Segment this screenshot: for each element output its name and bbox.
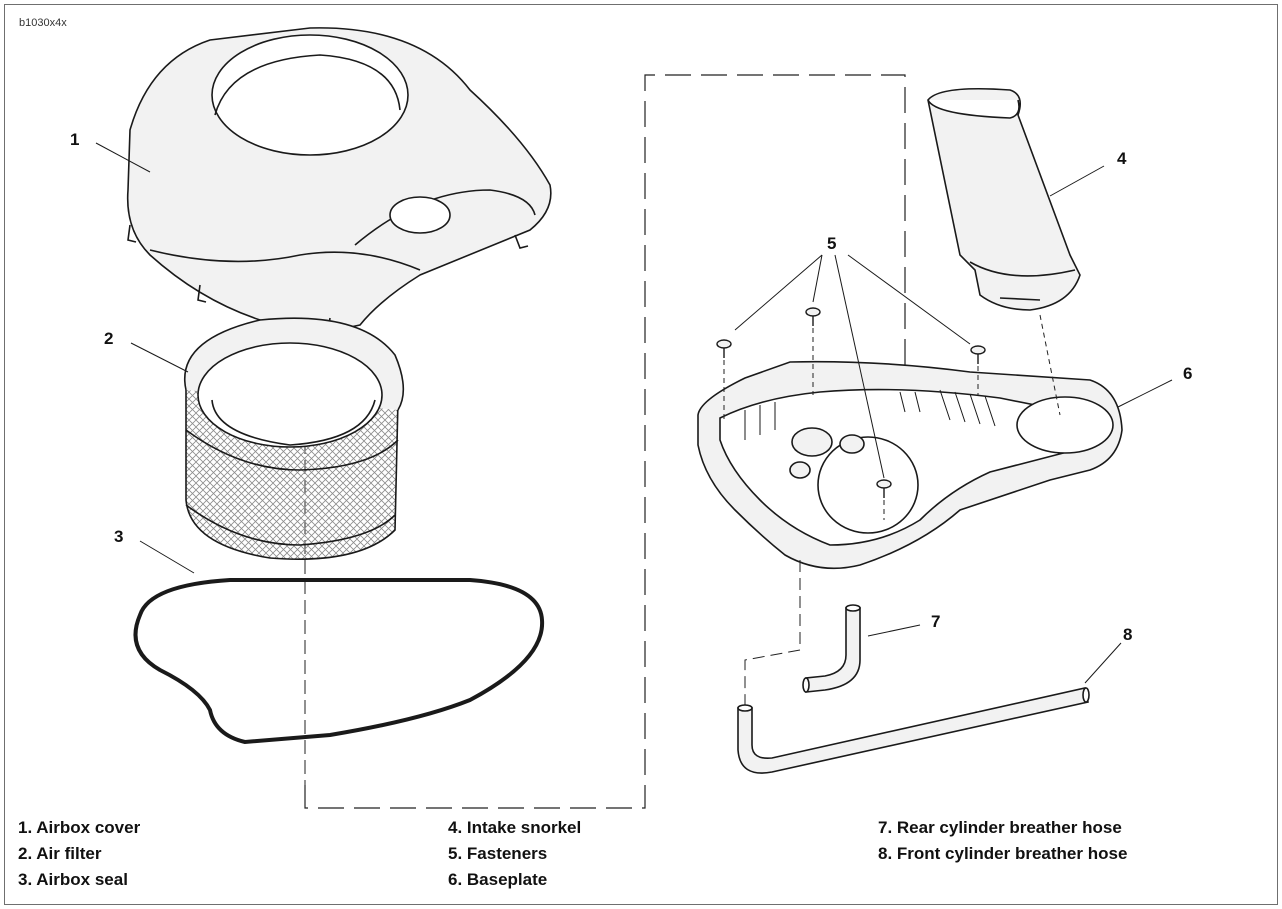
intake-snorkel <box>927 88 1081 311</box>
legend-column-1: 1. Airbox cover 2. Air filter 3. Airbox … <box>18 815 140 893</box>
fastener-4 <box>876 479 892 498</box>
figure-id: b1030x4x <box>19 17 67 29</box>
legend-column-3: 7. Rear cylinder breather hose 8. Front … <box>878 815 1127 867</box>
fastener-3 <box>970 345 986 364</box>
legend-item-intake-snorkel: 4. Intake snorkel <box>448 818 582 837</box>
callout-3: 3 <box>114 527 123 546</box>
legend-item-air-filter: 2. Air filter <box>18 844 102 863</box>
legend-item-rear-breather-hose: 7. Rear cylinder breather hose <box>878 818 1122 837</box>
fastener-1 <box>716 339 732 358</box>
fastener-dash-lines <box>723 314 1061 520</box>
callout-1: 1 <box>70 130 79 149</box>
callout-7: 7 <box>931 612 940 631</box>
airbox-cover <box>126 27 552 335</box>
baseplate <box>697 360 1123 570</box>
fasteners <box>716 307 986 498</box>
hose-dash-line-2 <box>744 649 801 705</box>
fastener-2 <box>805 307 821 326</box>
legend-item-front-breather-hose: 8. Front cylinder breather hose <box>878 844 1128 863</box>
leader-lines <box>95 142 1173 684</box>
airbox-seal <box>133 578 545 745</box>
callout-5: 5 <box>827 234 836 253</box>
callout-6: 6 <box>1183 364 1192 383</box>
legend-item-baseplate: 6. Baseplate <box>448 870 548 889</box>
legend-column-2: 4. Intake snorkel 5. Fasteners 6. Basepl… <box>448 815 581 893</box>
rear-cylinder-breather-hose <box>802 604 861 693</box>
air-filter <box>184 317 405 560</box>
callout-4: 4 <box>1117 149 1127 168</box>
callout-8: 8 <box>1123 625 1132 644</box>
legend-item-airbox-cover: 1. Airbox cover <box>18 818 141 837</box>
routing-dash-line <box>304 74 906 809</box>
front-cylinder-breather-hose <box>737 687 1090 774</box>
legend-item-fasteners: 5. Fasteners <box>448 844 548 863</box>
legend-item-airbox-seal: 3. Airbox seal <box>18 870 128 889</box>
callout-2: 2 <box>104 329 113 348</box>
